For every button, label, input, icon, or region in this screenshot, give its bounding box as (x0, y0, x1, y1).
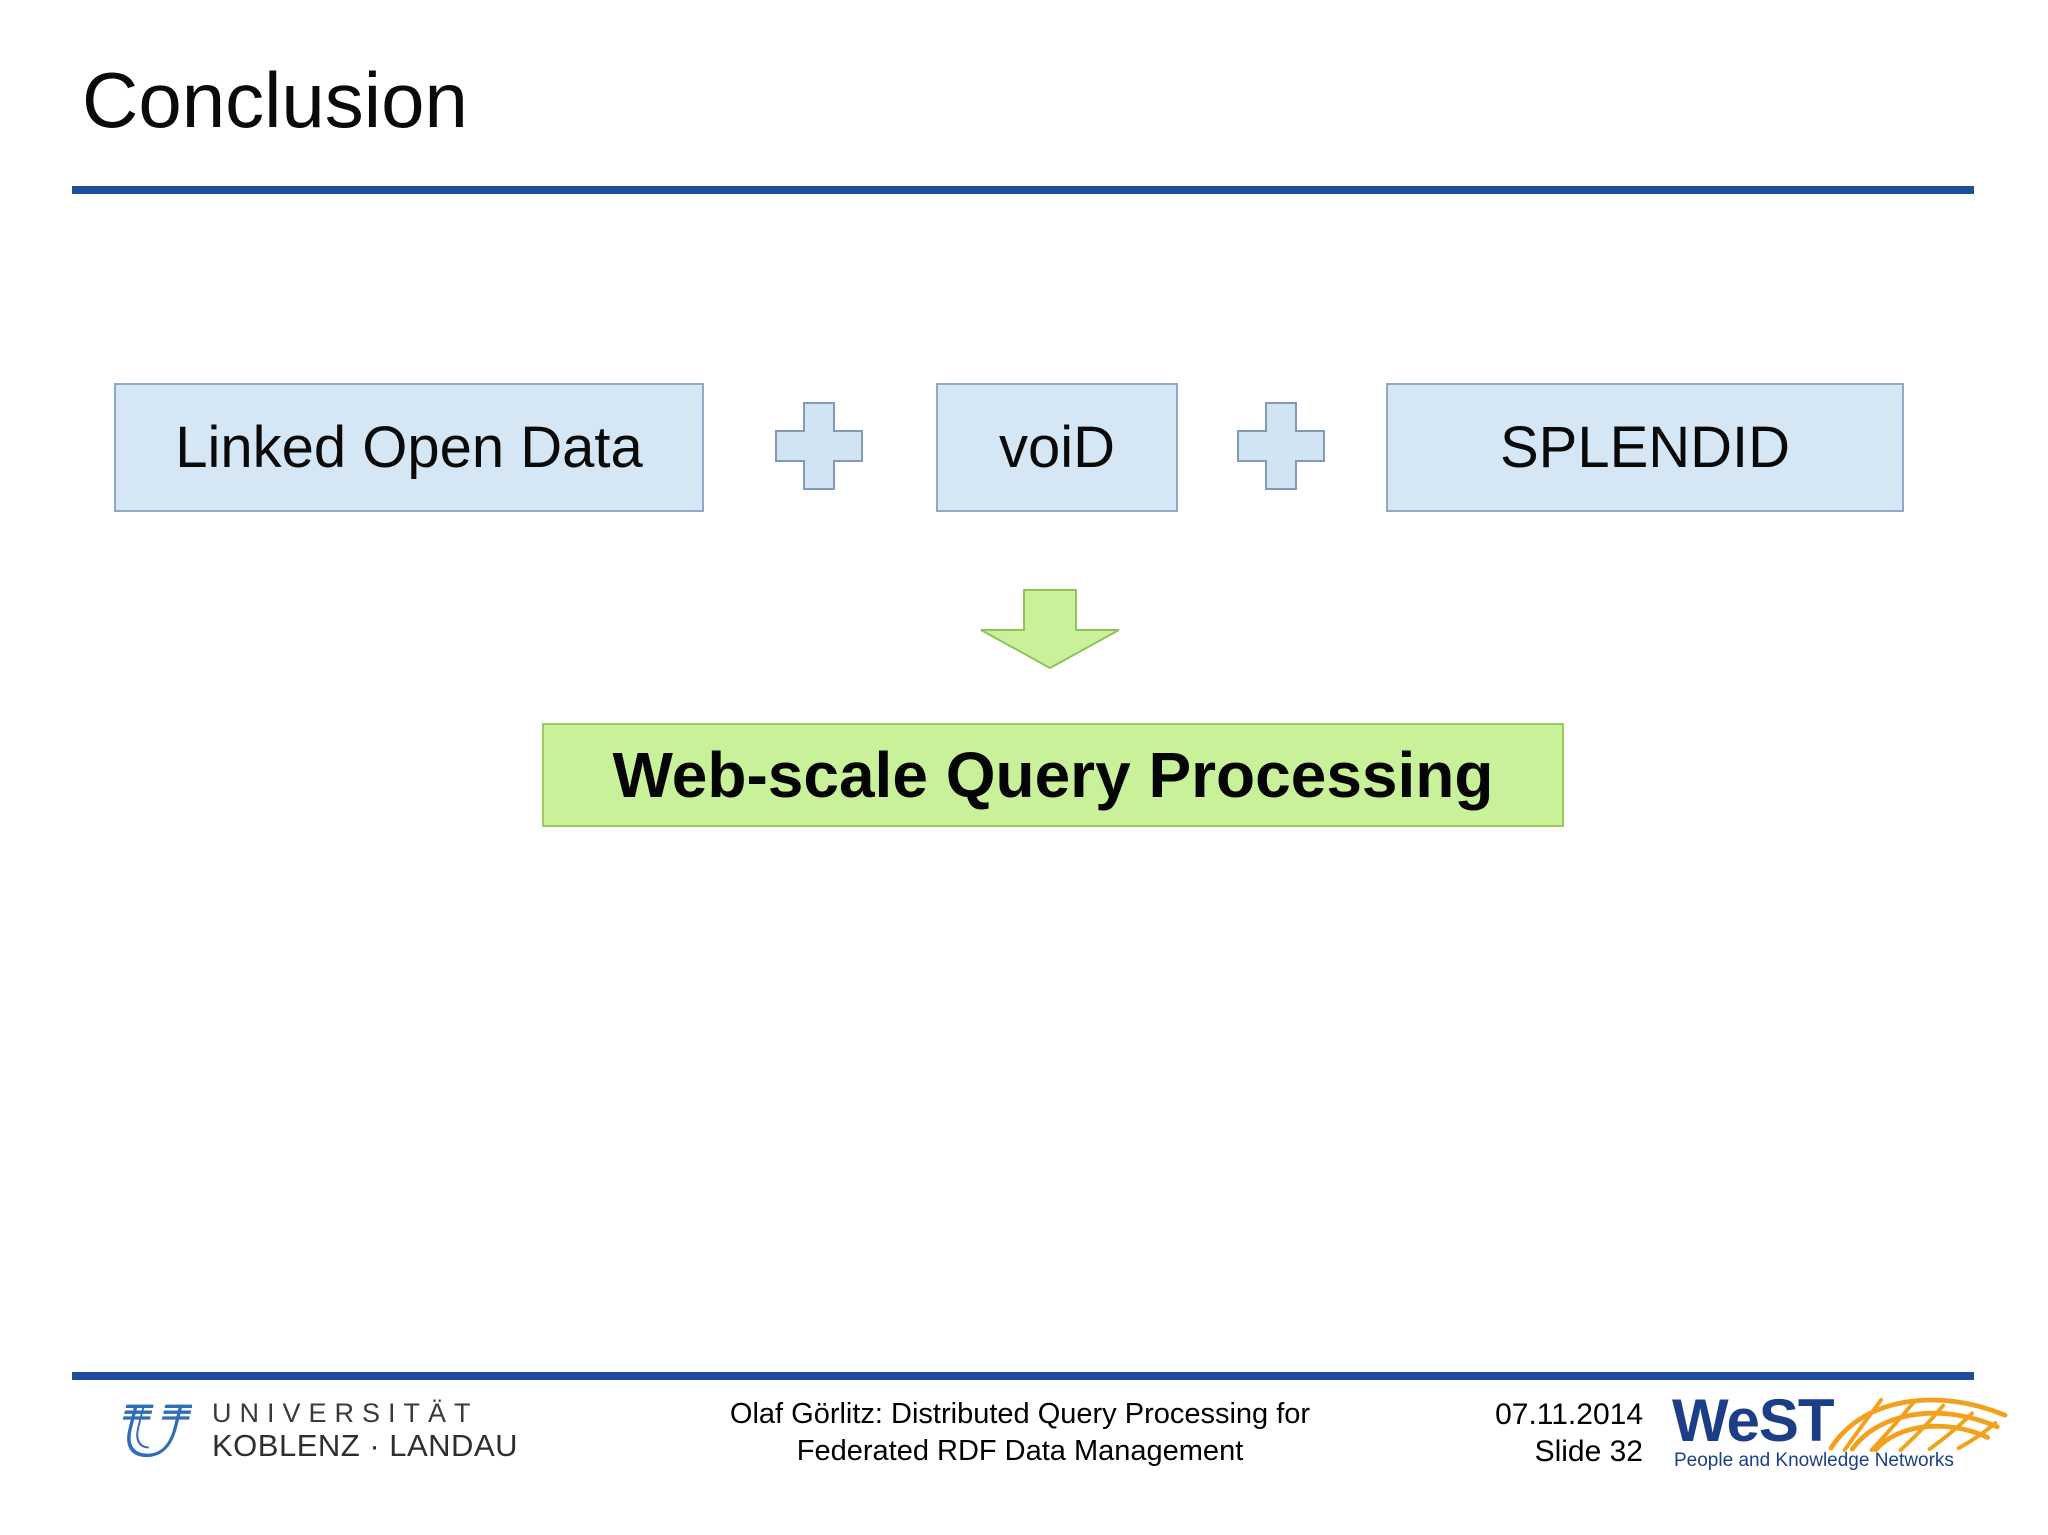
footer-divider (72, 1372, 1974, 1380)
footer-meta: 07.11.2014 Slide 32 (1400, 1396, 1643, 1470)
reference-line-2: Federated RDF Data Management (796, 1435, 1244, 1467)
plus-icon (1237, 402, 1325, 490)
title-divider (72, 186, 1974, 194)
plus-icon (775, 402, 863, 490)
arrow-down-icon (980, 589, 1120, 669)
footer-date: 07.11.2014 (1495, 1398, 1643, 1431)
source-box-label: Linked Open Data (175, 415, 643, 480)
source-box-splendid: SPLENDID (1386, 383, 1904, 512)
west-logo-text: WeST (1672, 1387, 1835, 1454)
source-box-label: SPLENDID (1499, 415, 1791, 480)
page-title: Conclusion (82, 56, 468, 144)
university-logo: UNIVERSITÄT KOBLENZ · LANDAU (114, 1398, 518, 1462)
west-network-icon (1828, 1397, 2008, 1452)
west-logo: WeST People and Knowledge Networks (1672, 1387, 2017, 1472)
footer-reference: Olaf Görlitz: Distributed Query Processi… (420, 1396, 1620, 1470)
source-box-linked-open-data: Linked Open Data (114, 383, 704, 512)
result-box: Web-scale Query Processing (542, 723, 1564, 827)
result-box-label: Web-scale Query Processing (612, 739, 1494, 811)
university-name-line1: UNIVERSITÄT (212, 1398, 479, 1428)
university-name-line2: KOBLENZ · LANDAU (212, 1428, 519, 1463)
west-tagline: People and Knowledge Networks (1674, 1450, 1954, 1471)
university-name: UNIVERSITÄT KOBLENZ · LANDAU (212, 1398, 518, 1462)
source-box-void: voiD (936, 383, 1178, 512)
footer-slide-number: Slide 32 (1534, 1435, 1643, 1468)
reference-line-1: Olaf Görlitz: Distributed Query Processi… (729, 1398, 1311, 1430)
university-logo-icon (122, 1404, 192, 1458)
source-box-label: voiD (998, 415, 1116, 480)
